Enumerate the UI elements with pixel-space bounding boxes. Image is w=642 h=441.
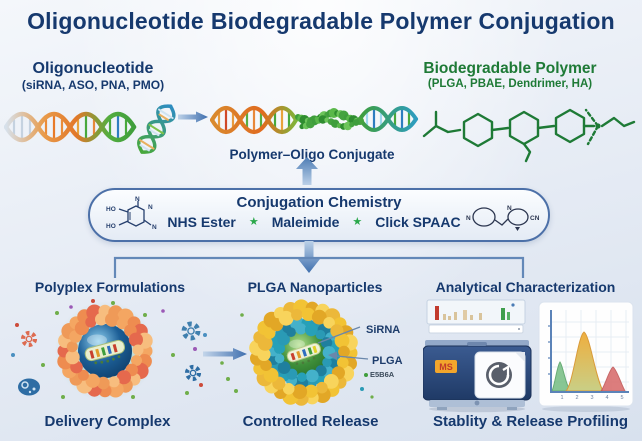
annotation-plga-sub: E5B6A [364,370,394,379]
method-maleimide: Maleimide [271,214,340,230]
dna-cargo-band [84,339,126,365]
annotation-lines [317,326,369,360]
polyplex-delivery-complex-illustration [11,299,207,401]
arrow-up-icon [296,157,318,185]
analytical-caption: Stablity & Release Profiling [432,413,629,430]
chemistry-methods-row: NHS Ester ★ Maleimide ★ Click SPAAC [160,214,468,230]
conjugation-chemistry-box: HO HO N N N Conjugation Chemistry NHS Es… [88,188,550,242]
x-tick: 3 [590,395,593,401]
polymer-structure-illustration [422,108,636,163]
arrow-right-icon [178,111,208,123]
chromatogram-panel: 1 2 3 4 5 [538,301,634,407]
polymer-heading: Biodegradable Polymer [423,60,597,77]
oligo-dna-helix-illustration [4,104,176,154]
gear-icon [181,321,201,341]
polymer-oligo-conjugate-illustration [210,105,418,135]
ms-badge: MS [439,362,453,372]
released-particles [220,313,374,399]
branch-bracket [113,256,525,278]
polymer-heading-block: Biodegradable Polymer (PLGA, PBAE, Dendr… [415,60,605,92]
scattered-particles [11,299,207,399]
chemistry-title: Conjugation Chemistry [236,194,402,211]
dbco-structure-icon: N N CN [466,205,540,231]
plga-outer-bead-ring [249,299,358,406]
logo-icon [486,362,512,388]
x-tick: 4 [605,395,608,401]
gear-icon [20,330,38,348]
oligo-heading: Oligonucleotide [32,60,154,77]
star-icon: ★ [352,215,363,228]
polymer-bead-chain [295,108,364,131]
arrow-right-icon [203,348,247,360]
nhs-ester-structure-icon: HO HO N N N [106,196,157,231]
analytical-title: Analytical Characterization [435,279,616,295]
polyplex-title: Polyplex Formulations [34,279,186,295]
oligo-heading-block: Oligonucleotide (siRNA, ASO, PNA, PMO) [8,60,178,93]
page-title-rest: Biodegradable Polymer Conjugation [210,8,615,34]
chem-label: N [507,205,512,212]
mass-spec-instrument: MS [423,340,532,410]
chem-label: HO [106,206,116,213]
conjugate-label: Polymer–Oligo Conjugate [229,147,395,162]
plga-nanoparticle-illustration [220,299,374,406]
cell-icon [18,378,40,396]
chem-label: N [135,196,140,203]
oligo-subheading: (siRNA, ASO, PNA, PMO) [21,78,165,93]
x-tick: 5 [620,395,623,401]
plga-title: PLGA Nanoparticles [247,279,383,295]
green-dot-icon [364,372,368,377]
annotation-plga-sub-text: E5B6A [370,370,395,379]
method-nhs-ester: NHS Ester [167,214,236,230]
chem-label: N [466,215,471,222]
polyplex-caption: Delivery Complex [44,413,171,430]
plga-caption: Controlled Release [242,413,379,430]
gear-icon [184,364,202,382]
star-icon: ★ [248,215,259,228]
annotation-sirna: SiRNA [366,324,401,336]
annotation-plga: PLGA [372,355,403,367]
instrument-readout-panel [426,299,526,334]
polymer-subheading: (PLGA, PBAE, Dendrimer, HA) [427,77,593,90]
method-click-spaac: Click SPAAC [375,214,461,230]
chem-label: N [152,224,157,231]
page-title-bold: Oligonucleotide [27,8,204,34]
sirna-cargo-band [286,342,321,365]
chem-label: HO [106,223,116,230]
analytical-instrument-illustration: MS [423,299,634,413]
x-tick: 2 [575,395,578,401]
x-tick: 1 [560,395,563,401]
polyplex-bead-ring [57,304,153,398]
chem-label: N [148,204,153,211]
chem-label: CN [530,215,540,222]
